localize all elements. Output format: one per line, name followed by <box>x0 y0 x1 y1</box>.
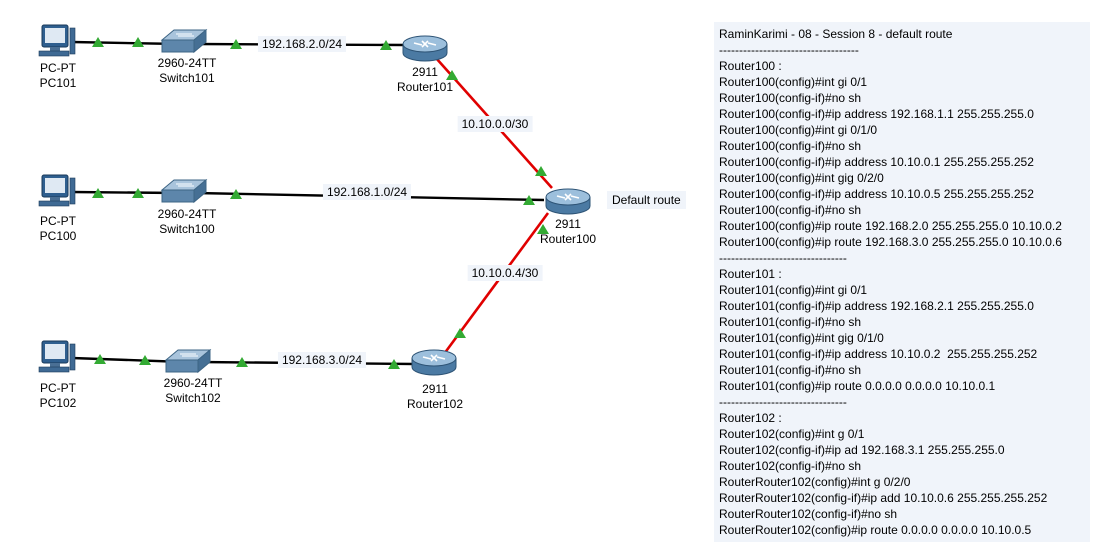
config-line: Router102 : <box>719 411 782 425</box>
config-line: Router101(config)#int gig 0/1/0 <box>719 331 884 345</box>
config-line: Router101(config-if)#ip address 192.168.… <box>719 299 1034 313</box>
pc101-name: PC101 <box>39 76 77 90</box>
switch101-name: Switch101 <box>159 71 215 85</box>
config-line: Router100(config-if)#ip address 10.10.0.… <box>719 187 1034 201</box>
pc102-icon[interactable] <box>38 340 76 373</box>
config-line: Router100(config-if)#ip address 192.168.… <box>719 107 1034 121</box>
config-line: -------------------------------- <box>719 395 847 409</box>
pc101-type: PC-PT <box>39 61 76 75</box>
config-line: Router100(config-if)#ip address 10.10.0.… <box>719 155 1034 169</box>
serial-links <box>435 57 553 355</box>
pc102-label: PC-PT PC102 <box>40 381 77 411</box>
config-line: Router101(config-if)#no sh <box>719 363 862 377</box>
config-line: Router101(config-if)#ip address 10.10.0.… <box>719 347 1038 361</box>
link-status-indicators <box>92 37 549 369</box>
config-line: RaminKarimi - 08 - Session 8 - default r… <box>719 27 953 41</box>
default-route-note[interactable]: Default route <box>607 191 686 209</box>
router100-name: Router100 <box>539 232 597 246</box>
config-line: Router100(config-if)#no sh <box>719 203 862 217</box>
config-line: Router100(config)#int gi 0/1/0 <box>719 123 878 137</box>
config-line: ----------------------------------- <box>719 43 859 57</box>
router100-icon[interactable] <box>545 188 591 215</box>
config-line: RouterRouter102(config)#ip route 0.0.0.0… <box>719 523 1032 537</box>
config-line: Router100(config-if)#no sh <box>719 91 862 105</box>
network-label-lan101[interactable]: 192.168.2.0/24 <box>257 36 347 52</box>
router100-model: 2911 <box>555 217 581 231</box>
config-line: Router100(config)#ip route 192.168.2.0 2… <box>719 219 1062 233</box>
topology-canvas <box>38 24 591 376</box>
pc100-label: PC-PT PC100 <box>40 214 77 244</box>
config-line: Router102(config-if)#ip ad 192.168.3.1 2… <box>719 443 1005 457</box>
router102-name: Router102 <box>406 397 464 411</box>
config-line: RouterRouter102(config-if)#ip add 10.10.… <box>719 491 1048 505</box>
router101-label: 2911 Router101 <box>397 65 453 95</box>
switch101-icon[interactable] <box>161 29 207 53</box>
router101-model: 2911 <box>412 65 438 79</box>
config-line: -------------------------------- <box>719 251 847 265</box>
network-label-wan-r101-r100[interactable]: 10.10.0.0/30 <box>457 116 533 132</box>
config-line: Router102(config-if)#no sh <box>719 459 862 473</box>
switch100-model: 2960-24TT <box>157 207 217 221</box>
config-line: Router100(config)#int gi 0/1 <box>719 75 868 89</box>
config-line: Router101 : <box>719 267 782 281</box>
config-line: Router102(config)#int g 0/1 <box>719 427 865 441</box>
config-line: Router100(config-if)#no sh <box>719 139 862 153</box>
switch100-icon[interactable] <box>161 179 207 203</box>
config-notes-panel[interactable]: RaminKarimi - 08 - Session 8 - default r… <box>714 22 1090 542</box>
pc100-type: PC-PT <box>39 214 76 228</box>
pc102-type: PC-PT <box>39 381 76 395</box>
config-line: Router100 : <box>719 59 782 73</box>
pc102-name: PC102 <box>39 396 77 410</box>
router101-name: Router101 <box>396 80 454 94</box>
switch102-model: 2960-24TT <box>163 376 223 390</box>
switch101-label: 2960-24TT Switch101 <box>158 56 217 86</box>
switch101-model: 2960-24TT <box>157 56 217 70</box>
network-label-lan102[interactable]: 192.168.3.0/24 <box>277 352 367 368</box>
network-label-lan100[interactable]: 192.168.1.0/24 <box>322 184 412 200</box>
switch102-label: 2960-24TT Switch102 <box>164 376 223 406</box>
network-label-wan-r100-r102[interactable]: 10.10.0.4/30 <box>467 265 543 281</box>
config-line: RouterRouter102(config-if)#no sh <box>719 507 898 521</box>
router102-icon[interactable] <box>411 349 457 376</box>
switch100-label: 2960-24TT Switch100 <box>158 207 217 237</box>
config-line: Router101(config)#ip route 0.0.0.0 0.0.0… <box>719 379 996 393</box>
router101-icon[interactable] <box>402 35 448 62</box>
config-line: Router101(config-if)#no sh <box>719 315 862 329</box>
switch102-name: Switch102 <box>165 391 221 405</box>
router102-model: 2911 <box>422 382 448 396</box>
switch100-name: Switch100 <box>159 222 215 236</box>
link-pc102-switch102 <box>71 356 185 364</box>
config-line: Router101(config)#int gi 0/1 <box>719 283 868 297</box>
link-up-indicator <box>454 328 466 338</box>
pc101-label: PC-PT PC101 <box>40 61 77 91</box>
pc100-name: PC100 <box>39 229 77 243</box>
router102-label: 2911 Router102 <box>407 382 463 412</box>
config-line: Router100(config)#ip route 192.168.3.0 2… <box>719 235 1062 249</box>
config-line: Router100(config)#int gig 0/2/0 <box>719 171 884 185</box>
pc101-icon[interactable] <box>38 24 76 57</box>
config-line: RouterRouter102(config)#int g 0/2/0 <box>719 475 911 489</box>
router100-label: 2911 Router100 <box>540 217 596 247</box>
switch102-icon[interactable] <box>165 349 211 373</box>
pc100-icon[interactable] <box>38 174 76 207</box>
